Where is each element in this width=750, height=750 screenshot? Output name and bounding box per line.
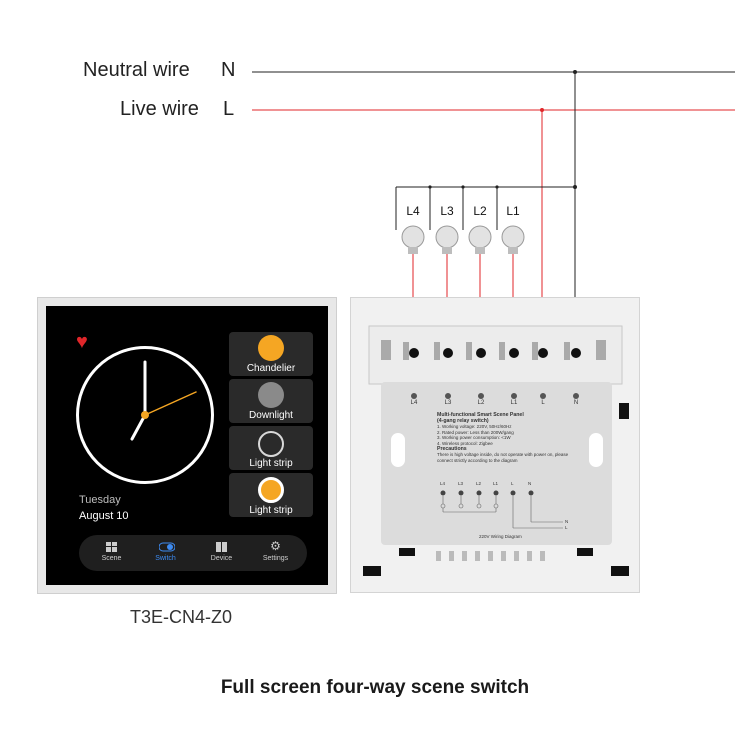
light-strip-icon bbox=[258, 477, 284, 503]
terminal-screw bbox=[476, 348, 486, 358]
nav-scene[interactable]: Scene bbox=[83, 535, 140, 571]
nav-label: Switch bbox=[155, 555, 176, 562]
heart-icon[interactable]: ♥ bbox=[76, 331, 88, 353]
neutral-wire-letter: N bbox=[221, 59, 236, 81]
spec-line: 1. Working voltage: 220V, 50Hz/60Hz bbox=[437, 424, 512, 430]
tile-chandelier[interactable]: Chandelier bbox=[229, 332, 313, 376]
bottom-nav: Scene Switch Device ⚙ Settings bbox=[79, 535, 307, 571]
wiring-caption: 220V Wiring Diagram bbox=[479, 534, 522, 539]
neutral-junction bbox=[573, 70, 577, 74]
hour-hand bbox=[130, 413, 147, 441]
bus-dot bbox=[461, 185, 465, 189]
spec-line: 3. Working power consumption: <1W bbox=[437, 435, 511, 441]
neutral-wire-label: Neutral wire bbox=[83, 59, 190, 81]
tile-downlight[interactable]: Downlight bbox=[229, 379, 313, 423]
toggle-icon bbox=[158, 540, 176, 552]
analog-clock bbox=[76, 346, 214, 484]
bulb-icon bbox=[435, 225, 459, 254]
spec-line: 4. Wireless protocol: Zigbee bbox=[437, 440, 493, 446]
tile-label: Downlight bbox=[249, 410, 293, 421]
mini-terminal-label: L bbox=[511, 481, 514, 486]
bus-dot bbox=[495, 185, 499, 189]
load-label-l2: L2 bbox=[473, 204, 487, 218]
tile-light-strip-1[interactable]: Light strip bbox=[229, 426, 313, 470]
terminal-label: L1 bbox=[510, 400, 518, 406]
nav-switch[interactable]: Switch bbox=[137, 535, 194, 571]
switch-back-panel: L4 L3 L2 L1 L N Multi-functional Smart S… bbox=[350, 297, 640, 593]
terminal-label: L3 bbox=[444, 400, 452, 406]
mini-terminal-label: L4 bbox=[440, 481, 446, 486]
product-caption: Full screen four-way scene switch bbox=[220, 677, 530, 698]
bulb-icon bbox=[468, 225, 492, 254]
mini-terminal-label: L2 bbox=[476, 481, 482, 486]
nav-device[interactable]: Device bbox=[193, 535, 250, 571]
terminal-screw bbox=[409, 348, 419, 358]
chandelier-icon bbox=[258, 335, 284, 361]
load-label-l3: L3 bbox=[440, 204, 454, 218]
mini-terminal-label: N bbox=[528, 481, 532, 486]
precautions-title: Precautions bbox=[437, 445, 467, 452]
terminal-slot bbox=[596, 340, 606, 360]
touch-screen: ♥ Tuesday August 10 Chandelier Downlight… bbox=[46, 306, 328, 585]
mini-n-label: N bbox=[565, 519, 569, 524]
terminal-label: L4 bbox=[410, 400, 418, 406]
terminal-screw bbox=[443, 348, 453, 358]
live-junction bbox=[540, 108, 544, 112]
bus-junction bbox=[573, 185, 577, 189]
gear-icon: ⚙ bbox=[270, 539, 281, 553]
spec-line: 2. Rated power: Less than 200W/gang bbox=[437, 429, 514, 435]
back-housing bbox=[363, 325, 629, 576]
clock-hands bbox=[130, 360, 197, 441]
light-strip-icon bbox=[258, 431, 284, 457]
clock-center bbox=[141, 411, 149, 419]
live-wire-label: Live wire bbox=[120, 98, 199, 120]
terminal-screw bbox=[509, 348, 519, 358]
terminal-screw bbox=[538, 348, 548, 358]
tile-light-strip-2[interactable]: Light strip bbox=[229, 473, 313, 517]
nav-label: Scene bbox=[101, 555, 122, 562]
bulb-icon bbox=[401, 225, 425, 254]
device-icon bbox=[215, 540, 228, 552]
nav-settings[interactable]: ⚙ Settings bbox=[247, 535, 304, 571]
grid-icon bbox=[105, 540, 118, 552]
terminal-label: N bbox=[573, 400, 579, 406]
nav-label: Settings bbox=[262, 555, 289, 562]
second-hand bbox=[144, 391, 197, 416]
mini-terminal-label: L3 bbox=[458, 481, 464, 486]
load-label-l4: L4 bbox=[406, 204, 420, 218]
spec-block: Multi-functional Smart Scene Panel (4-ga… bbox=[437, 412, 577, 463]
terminal-label: L bbox=[541, 400, 545, 406]
tile-label: Light strip bbox=[249, 505, 293, 516]
precautions-text: There is high voltage inside, do not ope… bbox=[437, 452, 569, 463]
spec-subtitle: (4-gang relay switch) bbox=[437, 417, 489, 424]
downlight-icon bbox=[258, 382, 284, 408]
tile-label: Light strip bbox=[249, 458, 293, 469]
mini-terminal-label: L1 bbox=[493, 481, 499, 486]
bulb-icon bbox=[501, 225, 525, 254]
switch-panel-front: ♥ Tuesday August 10 Chandelier Downlight… bbox=[37, 297, 337, 594]
date-month-day: August 10 bbox=[79, 510, 129, 522]
model-number: T3E-CN4-Z0 bbox=[130, 607, 233, 627]
load-label-l1: L1 bbox=[506, 204, 520, 218]
nav-label: Device bbox=[210, 555, 233, 562]
mini-l-label: L bbox=[565, 525, 568, 530]
spec-title: Multi-functional Smart Scene Panel bbox=[437, 412, 524, 418]
terminal-screw bbox=[571, 348, 581, 358]
bus-dot bbox=[428, 185, 432, 189]
terminal-slot bbox=[381, 340, 391, 360]
live-wire-letter: L bbox=[223, 98, 235, 120]
date-weekday: Tuesday bbox=[79, 494, 121, 506]
terminal-label: L2 bbox=[477, 400, 485, 406]
tile-label: Chandelier bbox=[246, 363, 296, 374]
